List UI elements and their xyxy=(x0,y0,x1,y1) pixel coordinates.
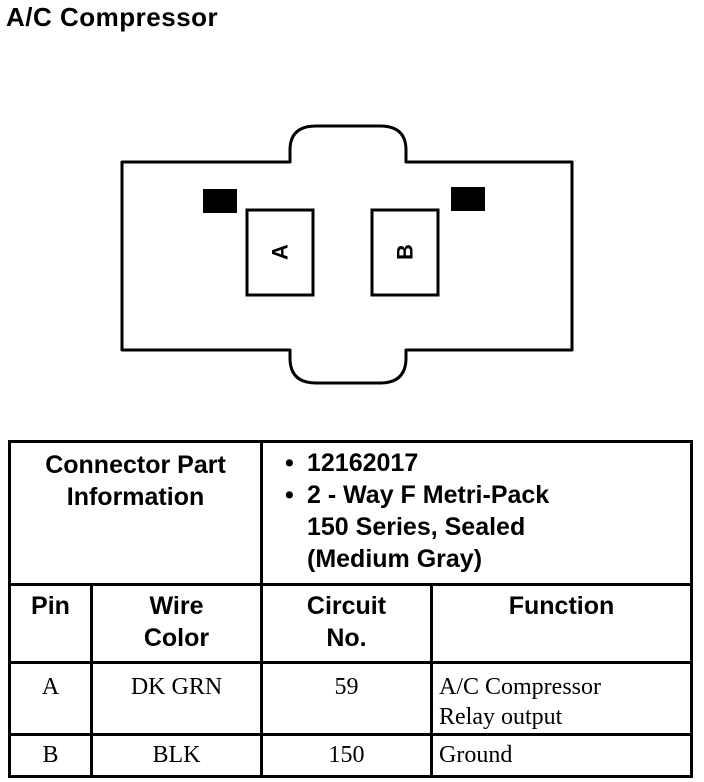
row-a-function-line1: A/C Compressor xyxy=(439,674,601,700)
row-b-function: Ground xyxy=(429,733,694,778)
row-a-circuit: 59 xyxy=(260,661,433,736)
connector-type-line1: 2 - Way F Metri-Pack xyxy=(285,479,684,511)
pin-cavity-a xyxy=(245,208,315,297)
part-number: 12162017 xyxy=(285,447,684,479)
row-a-pin: A xyxy=(8,661,93,736)
row-a-function-line2: Relay output xyxy=(439,704,563,730)
connector-info-table: Connector Part Information 12162017 2 - … xyxy=(8,440,694,778)
row-b-circuit: 150 xyxy=(260,733,433,778)
locking-tab-right xyxy=(451,187,485,211)
part-info-label-line1: Connector Part xyxy=(45,451,226,479)
row-b-wire-color: BLK xyxy=(90,733,263,778)
header-wire-color: Wire Color xyxy=(90,583,263,664)
connector-housing xyxy=(120,124,574,385)
header-row: Pin Wire Color Circuit No. Function xyxy=(8,583,694,664)
header-pin-label: Pin xyxy=(31,592,70,620)
locking-tab-left xyxy=(203,189,237,213)
table-row: B BLK 150 Ground xyxy=(8,733,694,778)
part-info-label-line2: Information xyxy=(66,483,205,511)
pin-label-b: B xyxy=(393,244,418,260)
connector-color: (Medium Gray) xyxy=(307,545,483,573)
row-a-function: A/C Compressor Relay output xyxy=(429,661,694,736)
row-a-wire-color: DK GRN xyxy=(90,661,263,736)
header-pin: Pin xyxy=(8,583,93,664)
connector-diagram: A B xyxy=(120,124,574,385)
header-function: Function xyxy=(429,583,694,664)
part-info-label-cell: Connector Part Information xyxy=(8,440,263,586)
header-circuit-line1: Circuit xyxy=(306,592,387,620)
table-row: A DK GRN 59 A/C Compressor Relay output xyxy=(8,661,694,736)
part-info-value-cell: 12162017 2 - Way F Metri-Pack 150 Series… xyxy=(259,440,694,586)
connector-type-line2: 150 Series, Sealed xyxy=(307,513,526,541)
row-b-function-line1: Ground xyxy=(439,742,513,768)
page-title: A/C Compressor xyxy=(6,2,219,32)
pin-label-a: A xyxy=(268,244,293,260)
row-b-pin: B xyxy=(8,733,93,778)
header-function-label: Function xyxy=(508,592,615,620)
header-circuit-line2: No. xyxy=(326,624,367,652)
header-wire-color-line1: Wire xyxy=(149,592,204,620)
pin-cavity-b xyxy=(370,208,440,297)
header-circuit: Circuit No. xyxy=(260,583,433,664)
part-info-row: Connector Part Information 12162017 2 - … xyxy=(8,440,694,586)
header-wire-color-line2: Color xyxy=(143,624,210,652)
